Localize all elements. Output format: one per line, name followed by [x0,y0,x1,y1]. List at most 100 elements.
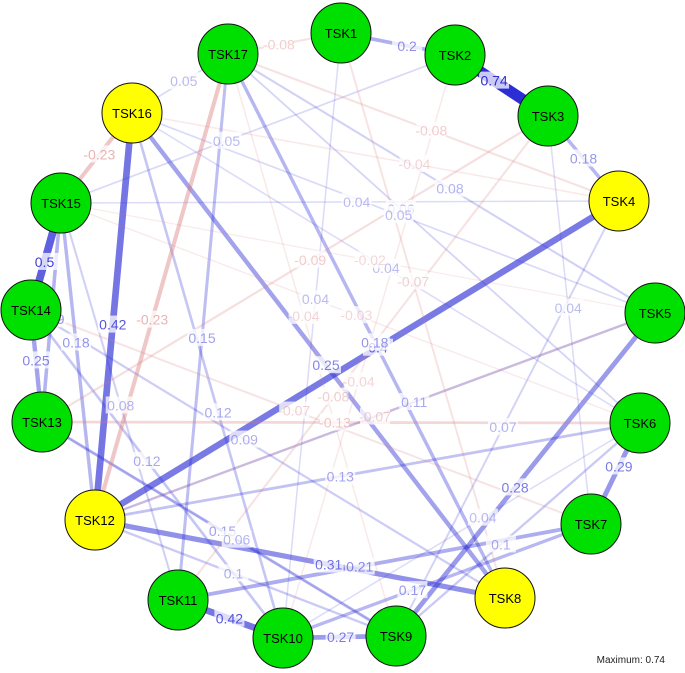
edge-tsk11-tsk7 [176,522,593,602]
edge-tsk9-tsk6 [394,421,642,638]
edge-label: 0.05 [385,207,412,223]
edge-label: 0.28 [501,479,528,495]
edge-label: 0.11 [401,394,427,410]
edge-label: -0.08 [415,122,447,138]
edge-label: 0.18 [361,334,388,350]
node-tsk14: TSK14 [0,279,62,341]
node-circle [0,279,62,341]
edge-tsk9-tsk5 [393,310,658,639]
node-label: TSK3 [532,109,565,124]
node-label: TSK17 [208,47,248,62]
edge-tsk17-tsk6 [227,53,641,424]
node-circle [11,391,73,453]
edge-label: 0.18 [570,151,597,167]
edge-label-bg [397,581,428,599]
maximum-note: Maximum: 0.74 [596,655,665,666]
node-tsk3: TSK3 [517,85,579,147]
node-circle [560,493,622,555]
edge-label-bg [318,387,349,405]
node-label: TSK15 [41,196,81,211]
edge-label: 0.05 [213,133,240,149]
edge-tsk1-tsk10 [282,32,342,639]
node-tsk9: TSK9 [365,605,427,667]
edge-label-bg [341,306,372,324]
edge-label: 0.25 [312,357,339,373]
edge-label: -0.09 [294,252,326,268]
edge-label-bg [392,36,423,54]
node-tsk4: TSK4 [588,170,650,232]
edge-tsk10-tsk14 [29,308,285,640]
node-label: TSK10 [263,631,303,646]
edge-tsk12-tsk15 [59,201,97,522]
edge-tsk8-tsk14 [29,308,507,600]
edge-label-bg [500,478,531,496]
edge-label-bg [553,298,584,316]
edge-tsk12-tsk8 [92,517,508,601]
edge-tsk13-tsk3 [40,114,550,424]
edge-label-bg [311,356,341,374]
edge-label: 0.08 [107,398,134,414]
edge-label-bg [105,396,136,414]
node-label: TSK4 [603,194,636,209]
node-circle [101,82,163,144]
node-circle [609,392,671,454]
node-tsk17: TSK17 [197,23,259,85]
edge-label: 0.05 [170,73,197,89]
edge-label-bg [97,315,128,333]
edge-label: -0.07 [397,274,429,290]
node-tsk13: TSK13 [11,391,73,453]
node-tsk12: TSK12 [64,489,126,551]
edge-label-bg [137,310,168,328]
edge-tsk2-tsk15 [60,54,456,204]
edge-label-bg [479,71,510,89]
edge-label: -0.07 [278,403,310,419]
edge-label: 0.74 [480,73,507,89]
edge-label: 0.27 [327,629,354,645]
edge-label-bg [398,272,429,290]
node-label: TSK5 [639,306,672,321]
node-label: TSK11 [159,593,198,608]
edge-label: -0.04 [399,156,431,172]
node-circle [252,607,314,669]
node-tsk1: TSK1 [310,2,372,64]
node-tsk16: TSK16 [101,82,163,144]
node-tsk8: TSK8 [474,567,536,629]
node-circle [197,23,259,85]
node-circle [365,605,427,667]
node-tsk10: TSK10 [252,607,314,669]
edge-label-bg [131,451,162,469]
node-circle [588,170,650,232]
node-circle [310,2,372,64]
edge-label-bg [568,149,599,167]
edge-label-bg [360,407,390,425]
edge-label-bg [300,290,331,308]
edge-tsk14-tsk7 [30,309,592,525]
edge-tsk7-tsk3 [547,115,592,525]
edge-label: 0.31 [315,557,342,573]
node-tsk15: TSK15 [30,172,92,234]
edge-tsk17-tsk9 [227,53,397,637]
edge-label: 0.25 [22,352,49,368]
edge-tsk16-tsk8 [129,110,508,601]
edge-tsk1-tsk8 [340,32,506,599]
node-circle [474,567,536,629]
edge-label: 0.1 [491,536,511,552]
edge-label-bg [218,564,249,582]
edge-label-bg [29,252,60,270]
edge-label: -0.03 [340,307,372,323]
edge-label: 0.42 [99,317,126,333]
node-tsk5: TSK5 [624,282,685,344]
node-tsk7: TSK7 [560,493,622,555]
edge-label: 0.2 [397,38,417,54]
edge-label-bg [416,121,447,139]
node-tsk2: TSK2 [424,24,486,86]
node-label: TSK1 [325,26,358,41]
node-tsk6: TSK6 [609,392,671,454]
node-circle [624,282,685,344]
edge-label-bg [263,35,294,53]
edge-label-bg [343,372,374,390]
edge-tsk12-tsk17 [92,51,231,523]
edge-tsk16-tsk10 [130,111,285,640]
edge-tsk3-tsk11 [176,114,550,602]
